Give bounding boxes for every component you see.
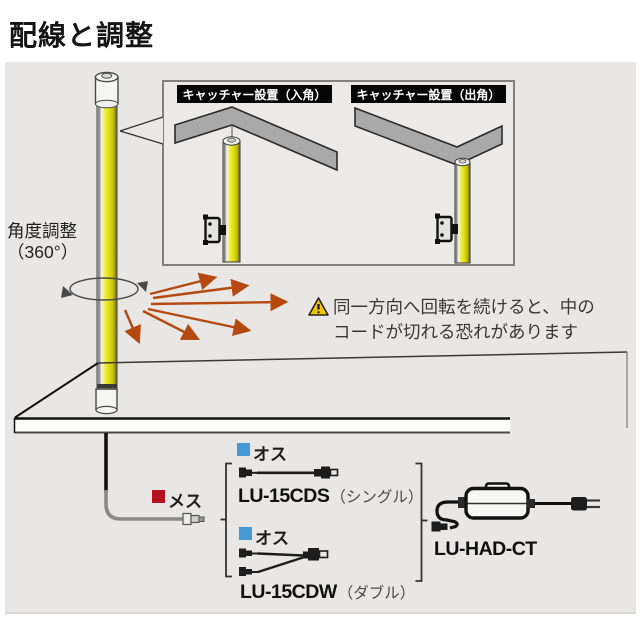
model-suffix-double: （ダブル） bbox=[337, 585, 416, 602]
angle-adjust-line1: 角度調整 bbox=[7, 221, 77, 241]
model-lu-15cds: LU-15CDS （シングル） bbox=[238, 485, 423, 508]
female-label: メス bbox=[168, 492, 202, 511]
catcher-inset-box bbox=[162, 80, 515, 266]
warning-line1: 同一方向へ回転を続けると、中の bbox=[333, 297, 595, 317]
model-name-single: LU-15CDS bbox=[238, 485, 330, 507]
model-suffix-single: （シングル） bbox=[330, 489, 424, 506]
angle-adjust-line2: （360°） bbox=[7, 241, 79, 262]
model-lu-had-ct: LU-HAD-CT bbox=[434, 538, 537, 560]
warning-line2: コードが切れる恐れがあります bbox=[333, 322, 578, 342]
model-lu-15cdw: LU-15CDW （ダブル） bbox=[240, 581, 415, 604]
page-title: 配線と調整 bbox=[9, 20, 155, 51]
male-label-2: オス bbox=[255, 529, 289, 548]
warning-text: 同一方向へ回転を続けると、中の コードが切れる恐れがあります bbox=[333, 295, 595, 345]
female-square-icon bbox=[152, 490, 165, 503]
male-label-1: オス bbox=[253, 445, 287, 464]
male-square-icon-2 bbox=[239, 527, 252, 540]
angle-adjust-label: 角度調整 （360°） bbox=[7, 221, 78, 262]
inset-header-in-corner: キャッチャー設置（入角） bbox=[177, 85, 332, 103]
model-name-double: LU-15CDW bbox=[240, 581, 337, 603]
male-square-icon-1 bbox=[237, 443, 250, 456]
inset-header-out-corner: キャッチャー設置（出角） bbox=[351, 85, 506, 103]
